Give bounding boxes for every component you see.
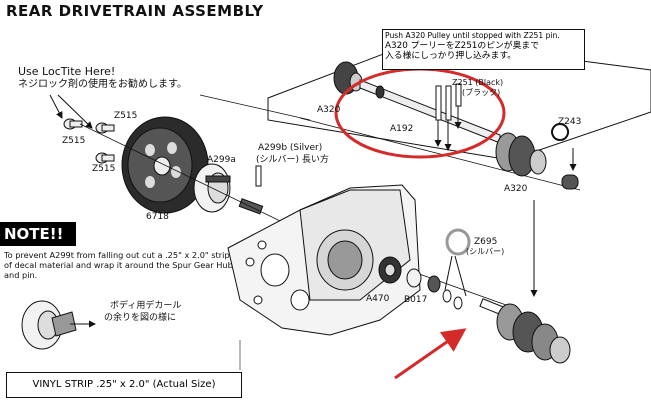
top-shaft-assembly [333,61,501,144]
pulley-a320-right [495,132,547,177]
note-text-jp-1: ボディ用デカール [110,301,182,311]
part-label-a299b: A299b (Silver) [258,143,323,153]
bearing-a470 [378,256,402,284]
pin-arrows [434,106,462,151]
part-label-a470: A470 [366,294,390,304]
red-pointer-arrow [394,328,467,380]
part-label-z515-c: Z515 [92,164,116,174]
note-hub-illustration [21,300,96,350]
note-heading: NOTE!! [0,222,76,246]
part-label-a299a: A299a [207,155,236,165]
part-label-a320-right: A320 [504,184,528,194]
gearbox-case [227,184,421,336]
z695-ring [445,228,471,256]
callout-line-3: 入る様にしっかり押し込みます。 [385,51,517,61]
shims [442,255,467,310]
clip-z243 [551,123,579,190]
bearing-b017 [406,268,441,293]
diagram-title: REAR DRIVETRAIN ASSEMBLY [6,2,264,20]
part-label-z515-b: Z515 [62,136,86,146]
vinyl-strip-template: VINYL STRIP .25" x 2.0" (Actual Size) [6,372,242,398]
part-label-z251: Z251 (Black) [452,78,504,87]
part-label-z695-jp: (シルバー) [466,247,505,256]
note-text-jp-2: の余りを図の様に [104,313,177,323]
part-label-a320-top: A320 [317,105,341,115]
callout-line-2: A320 プーリーをZ251のピンが奥まで [385,41,539,51]
loctite-arrows [49,94,93,129]
part-label-z695: Z695 [474,237,498,247]
part-label-z251-jp: (ブラック) [462,88,501,97]
note-text: To prevent A299t from falling out cut a … [4,250,233,280]
loctite-label-jp: ネジロック剤の使用をお勧めします。 [18,79,187,90]
lower-pulley-assembly [479,298,571,364]
z515-screws [63,118,115,164]
push-pulley-callout: Push A320 Pulley until stopped with Z251… [382,29,585,70]
part-label-b017: B017 [404,295,428,305]
part-label-a192: A192 [390,124,414,134]
part-label-z243: Z243 [558,117,582,127]
part-label-a299b-jp: (シルバー) 長い方 [256,155,329,165]
part-label-z515-a: Z515 [114,111,138,121]
part-label-6718: 6718 [146,212,169,222]
callout-line-1: Push A320 Pulley until stopped with Z251… [385,31,560,40]
loctite-label: Use LocTite Here! [18,65,116,78]
